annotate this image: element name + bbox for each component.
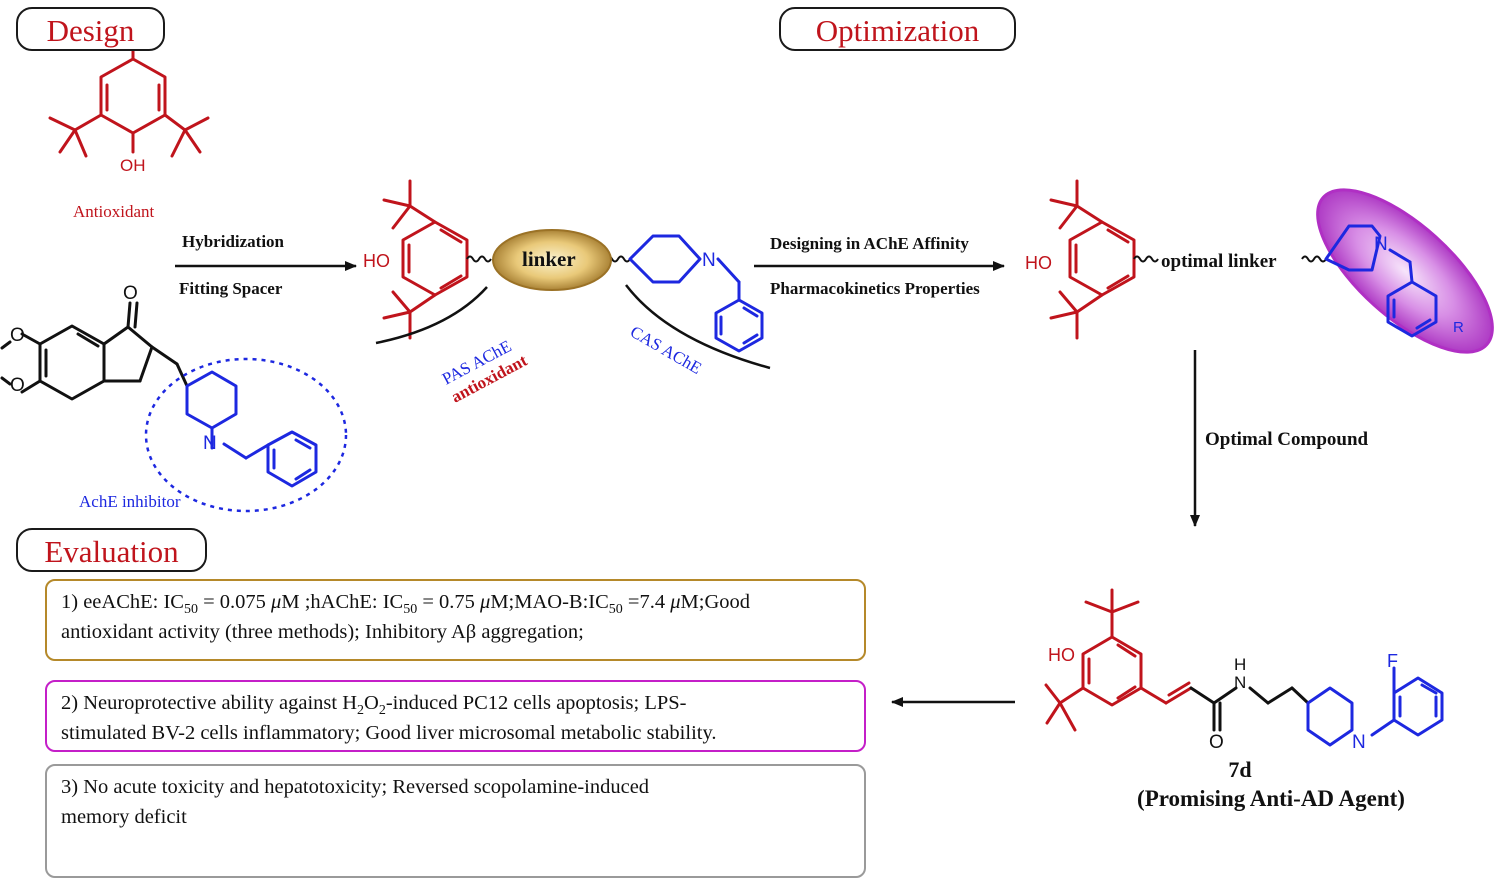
methoxy-o-label-1: O — [10, 325, 25, 346]
item3-line1: 3) No acute toxicity and hepatotoxicity;… — [61, 776, 650, 798]
item2-line1: 2) Neuroprotective ability against H2O2-… — [61, 692, 687, 719]
designing-affinity-label: Designing in AChE Affinity — [770, 234, 969, 253]
optimized-n-label: N — [1374, 234, 1388, 255]
evaluation-title: Evaluation — [16, 528, 207, 572]
7d-o-label: O — [1209, 732, 1224, 753]
design-title: Design — [16, 7, 165, 51]
methoxy-o-label-2: O — [10, 375, 25, 396]
7d-ho-label: HO — [1048, 645, 1075, 665]
oh-atom-label: OH — [120, 156, 146, 175]
7d-nh-h-label: H — [1234, 655, 1246, 674]
optimal-linker-label: optimal linker — [1161, 251, 1277, 272]
hybrid-ho-label: HO — [363, 251, 390, 271]
antioxidant-structure — [48, 30, 210, 158]
item2-line2: stimulated BV-2 cells inflammatory; Good… — [61, 722, 717, 744]
donepezil-n-label: N — [203, 433, 217, 454]
fitting-spacer-label: Fitting Spacer — [179, 279, 283, 298]
evaluation-item-3: 3) No acute toxicity and hepatotoxicity;… — [45, 764, 866, 878]
hybrid-template-structure — [375, 179, 771, 370]
donepezil-structure — [0, 301, 348, 513]
item1-line2: antioxidant activity (three methods); In… — [61, 621, 584, 643]
7d-nh-n-label: N — [1234, 673, 1246, 692]
cas-ache-label: CAS AChE — [627, 322, 705, 378]
7d-f-label: F — [1387, 651, 1398, 671]
pk-properties-label: Pharmacokinetics Properties — [770, 279, 980, 298]
compound-desc-label: (Promising Anti-AD Agent) — [1137, 786, 1405, 811]
optimized-ho-label: HO — [1025, 253, 1052, 273]
hybridization-label: Hybridization — [182, 232, 285, 251]
optimization-title: Optimization — [779, 7, 1016, 51]
compound-id-label: 7d — [1228, 757, 1252, 782]
hybrid-n-label: N — [702, 250, 716, 271]
compound-7d-structure — [1044, 588, 1444, 747]
optimal-compound-label: Optimal Compound — [1205, 429, 1369, 450]
linker-label: linker — [522, 247, 576, 271]
item3-line2: memory deficit — [61, 806, 187, 828]
carbonyl-o-label: O — [123, 283, 138, 304]
antioxidant-label: Antioxidant — [73, 202, 155, 221]
item1-line1: 1) eeAChE: IC50 = 0.075 μM ;hAChE: IC50 … — [61, 591, 751, 618]
evaluation-item-1: 1) eeAChE: IC50 = 0.075 μM ;hAChE: IC50 … — [45, 579, 866, 661]
evaluation-item-2: 2) Neuroprotective ability against H2O2-… — [45, 680, 866, 752]
ache-inhibitor-label: AchE inhibitor — [79, 492, 181, 511]
linker-ellipse — [492, 229, 612, 291]
7d-n-label: N — [1352, 732, 1366, 753]
optimized-template-structure — [1049, 179, 1494, 354]
r-group-label: R — [1453, 319, 1464, 336]
